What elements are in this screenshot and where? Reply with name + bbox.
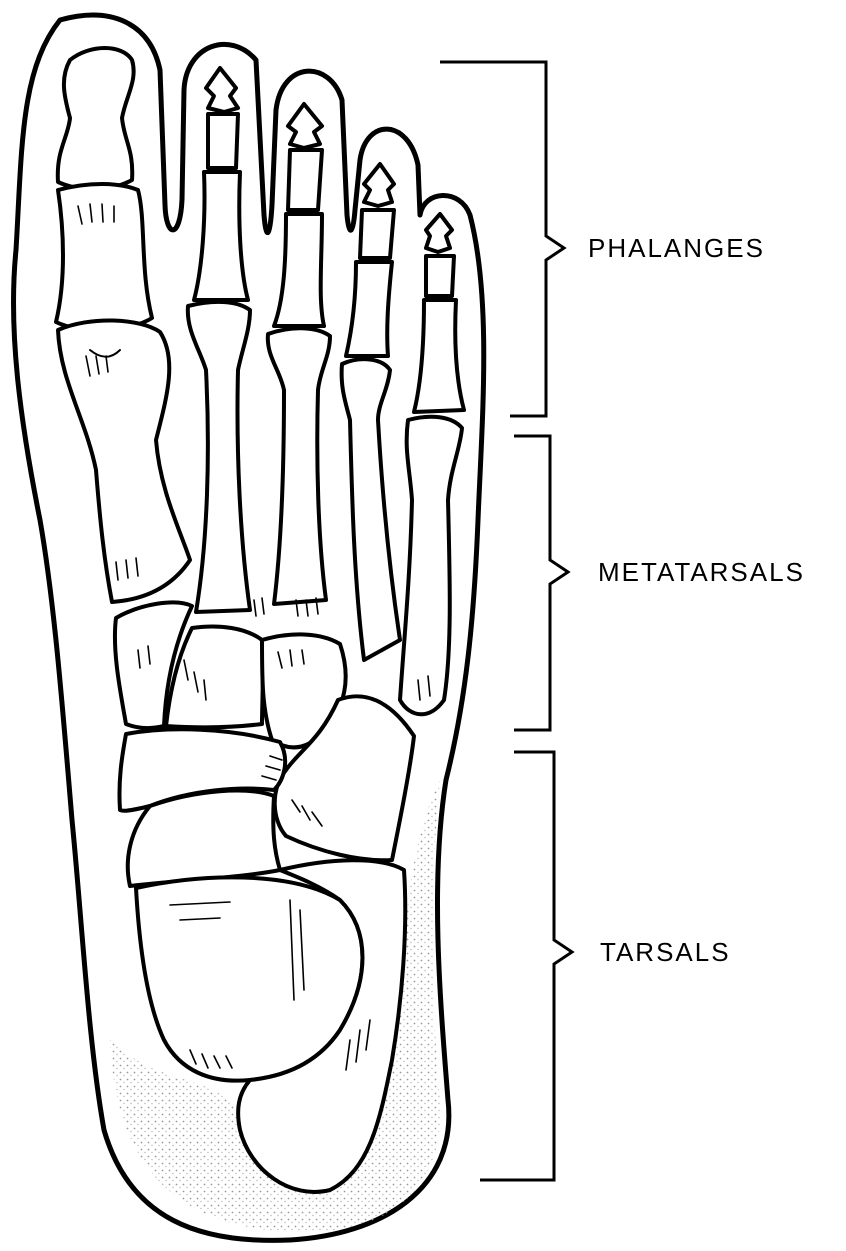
tarsals-label: TARSALS [600, 937, 731, 967]
second-toe-proximal [194, 172, 248, 300]
fourth-toe-distal [364, 164, 394, 206]
third-toe-middle [288, 150, 322, 210]
third-toe-proximal [274, 214, 324, 326]
third-toe-distal [288, 104, 322, 148]
phalanges-bracket [440, 62, 564, 416]
fifth-toe-proximal [414, 300, 464, 412]
second-toe-middle [208, 114, 238, 168]
fifth-toe-middle [426, 256, 454, 296]
fifth-metatarsal [400, 417, 462, 715]
talus-head [128, 791, 280, 886]
first-metatarsal [58, 320, 190, 602]
second-metatarsal [188, 302, 250, 612]
hallux-distal-phalanx [58, 48, 134, 189]
fourth-metatarsal [342, 359, 400, 660]
fourth-toe-proximal [346, 262, 392, 356]
metatarsals-bracket [514, 436, 568, 730]
intermediate-cuneiform [166, 627, 263, 728]
fourth-toe-middle [360, 210, 394, 258]
tarsals-bracket [480, 752, 572, 1180]
hallux-proximal-phalanx [56, 184, 152, 330]
third-metatarsal [268, 328, 330, 604]
second-toe-distal [206, 68, 238, 112]
phalanges-label: PHALANGES [588, 233, 765, 263]
metatarsals-label: METATARSALS [598, 557, 805, 587]
fifth-toe-distal [426, 214, 452, 252]
